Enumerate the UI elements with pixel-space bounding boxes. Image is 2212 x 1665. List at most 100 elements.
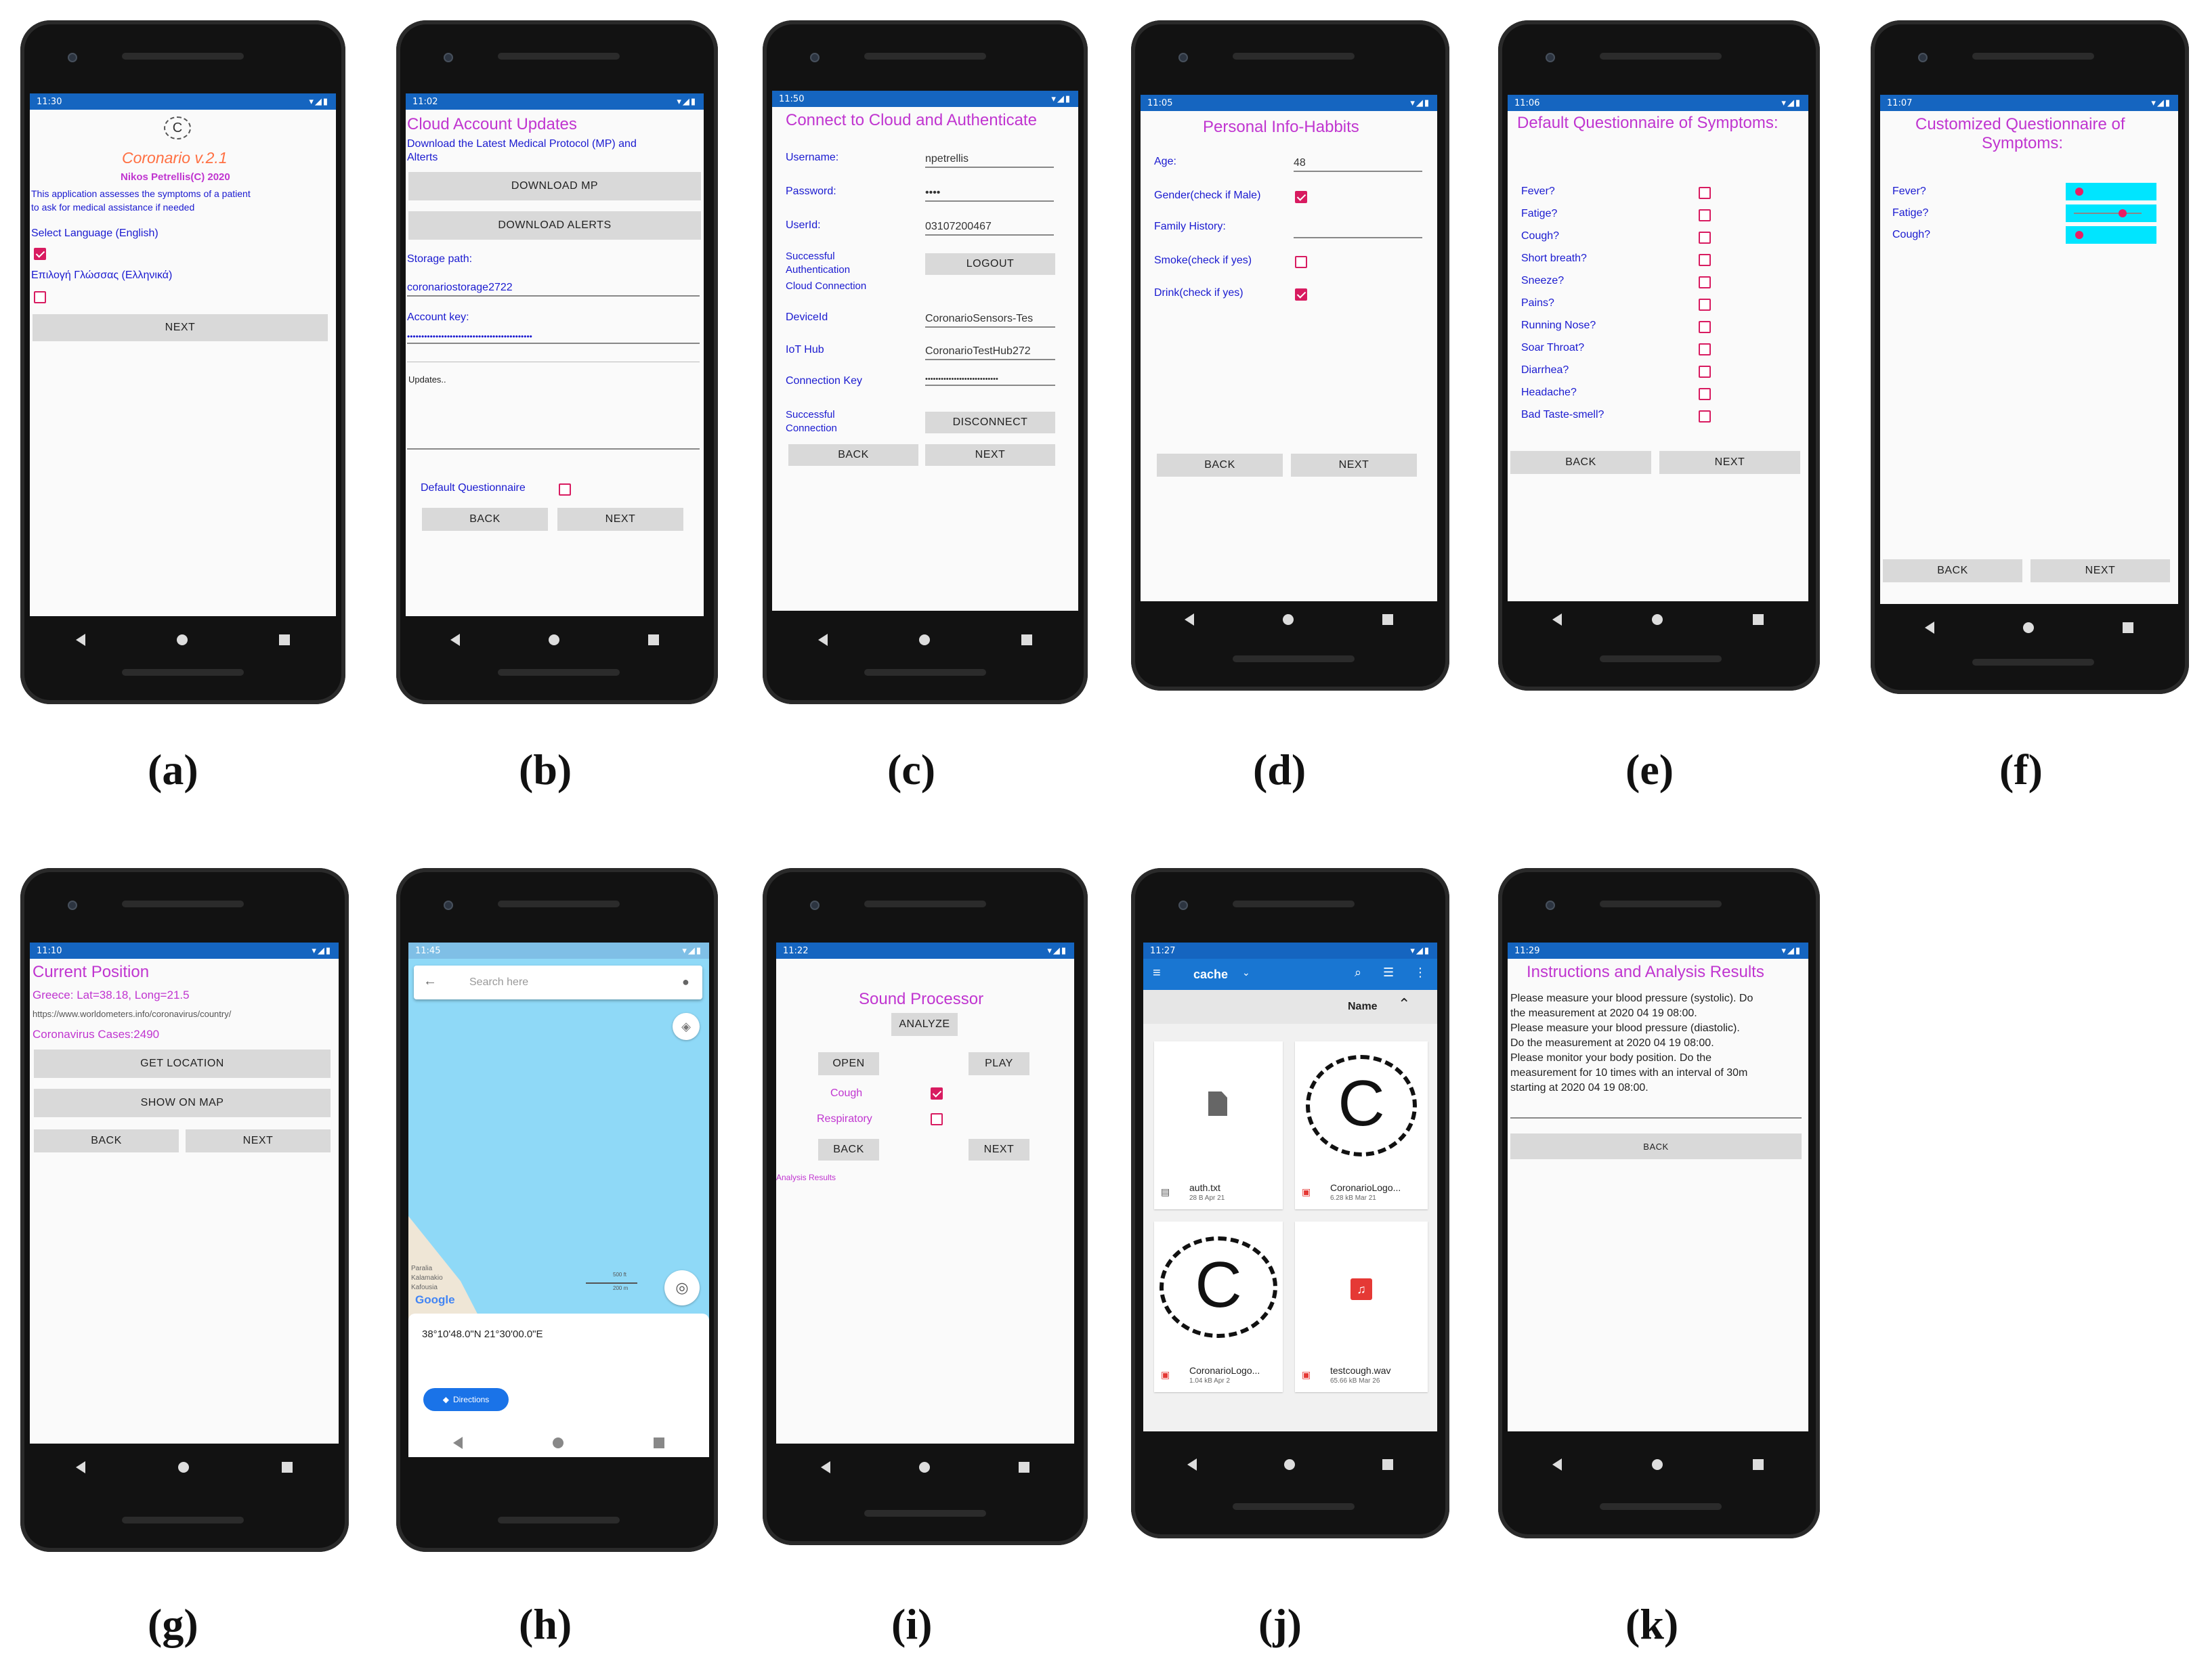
- password-input[interactable]: ••••: [925, 187, 1054, 202]
- back-button[interactable]: BACK: [1510, 451, 1651, 474]
- recents-nav-icon[interactable]: [1752, 614, 1764, 625]
- menu-icon[interactable]: ≡: [1153, 966, 1161, 980]
- home-nav-icon[interactable]: [552, 1437, 563, 1448]
- updates-textarea[interactable]: Updates..: [407, 362, 700, 450]
- home-nav-icon[interactable]: [548, 634, 559, 645]
- fever-slider[interactable]: [2066, 183, 2156, 200]
- back-nav-icon[interactable]: [1552, 613, 1562, 626]
- fever-slider-thumb[interactable]: [2075, 188, 2083, 196]
- back-nav-icon[interactable]: [1552, 1458, 1562, 1471]
- symptom-checkbox[interactable]: [1699, 254, 1711, 266]
- next-button[interactable]: NEXT: [2030, 559, 2170, 582]
- greek-checkbox[interactable]: [34, 291, 46, 303]
- back-button[interactable]: BACK: [1883, 559, 2022, 582]
- cough-slider[interactable]: [2066, 226, 2156, 244]
- back-button[interactable]: BACK: [34, 1129, 179, 1152]
- userid-input[interactable]: 03107200467: [925, 221, 1054, 236]
- show-on-map-button[interactable]: SHOW ON MAP: [34, 1089, 331, 1117]
- my-location-icon[interactable]: ◎: [664, 1270, 700, 1305]
- username-input[interactable]: npetrellis: [925, 153, 1054, 168]
- recents-nav-icon[interactable]: [648, 634, 660, 645]
- recents-nav-icon[interactable]: [653, 1437, 664, 1448]
- home-nav-icon[interactable]: [918, 634, 930, 645]
- file-card[interactable]: C ▣ CoronarioLogo... 6.28 kB Mar 21: [1295, 1041, 1428, 1209]
- back-button[interactable]: BACK: [818, 1139, 879, 1161]
- next-button[interactable]: NEXT: [186, 1129, 331, 1152]
- next-button[interactable]: NEXT: [1659, 451, 1800, 474]
- back-nav-icon[interactable]: [1185, 613, 1195, 626]
- map-search-input[interactable]: Search here: [469, 976, 529, 988]
- home-nav-icon[interactable]: [1283, 1459, 1295, 1470]
- list-view-icon[interactable]: ☰: [1383, 966, 1395, 979]
- back-button[interactable]: BACK: [1157, 454, 1283, 477]
- recents-nav-icon[interactable]: [1382, 1459, 1394, 1470]
- symptom-checkbox[interactable]: [1699, 276, 1711, 288]
- arrow-back-icon[interactable]: ←: [423, 974, 437, 989]
- symptom-checkbox[interactable]: [1699, 209, 1711, 221]
- back-nav-icon[interactable]: [817, 634, 828, 646]
- recents-nav-icon[interactable]: [1019, 1462, 1030, 1473]
- file-card[interactable]: ▤ auth.txt 28 B Apr 21: [1154, 1041, 1283, 1209]
- file-card[interactable]: C ▣ CoronarioLogo... 1.04 kB Apr 2: [1154, 1221, 1283, 1392]
- default-questionnaire-checkbox[interactable]: [559, 483, 571, 496]
- home-nav-icon[interactable]: [177, 1462, 189, 1473]
- chevron-up-icon[interactable]: ⌃: [1398, 995, 1411, 1012]
- next-button[interactable]: NEXT: [969, 1139, 1029, 1161]
- deviceid-input[interactable]: CoronarioSensors-Tes: [925, 313, 1055, 328]
- symptom-checkbox[interactable]: [1699, 187, 1711, 199]
- open-button[interactable]: OPEN: [818, 1052, 879, 1075]
- back-nav-icon[interactable]: [1187, 1458, 1197, 1471]
- next-button[interactable]: NEXT: [557, 508, 683, 531]
- drink-checkbox[interactable]: [1295, 288, 1307, 301]
- account-key-input[interactable]: ••••••••••••••••••••••••••••••••••••••••…: [407, 332, 700, 344]
- iot-hub-input[interactable]: CoronarioTestHub272: [925, 345, 1055, 360]
- family-history-input[interactable]: [1294, 222, 1422, 238]
- back-button[interactable]: BACK: [1510, 1133, 1802, 1159]
- home-nav-icon[interactable]: [1651, 1459, 1663, 1470]
- recents-nav-icon[interactable]: [281, 1462, 293, 1473]
- map-search-bar[interactable]: ← Search here ●: [414, 966, 702, 999]
- back-nav-icon[interactable]: [75, 634, 85, 646]
- smoke-checkbox[interactable]: [1295, 256, 1307, 268]
- home-nav-icon[interactable]: [176, 634, 188, 645]
- next-button[interactable]: NEXT: [33, 314, 328, 341]
- recents-nav-icon[interactable]: [1021, 634, 1033, 645]
- symptom-checkbox[interactable]: [1699, 366, 1711, 378]
- back-nav-icon[interactable]: [820, 1461, 830, 1473]
- symptom-checkbox[interactable]: [1699, 343, 1711, 355]
- folder-title[interactable]: cache: [1193, 968, 1229, 981]
- symptom-checkbox[interactable]: [1699, 321, 1711, 333]
- storage-path-input[interactable]: coronariostorage2722: [407, 282, 700, 297]
- file-card[interactable]: ♫ ▣ testcough.wav 65.66 kB Mar 26: [1295, 1221, 1428, 1392]
- recents-nav-icon[interactable]: [279, 634, 291, 645]
- disconnect-button[interactable]: DISCONNECT: [925, 412, 1055, 433]
- home-nav-icon[interactable]: [1651, 614, 1663, 625]
- sort-label[interactable]: Name: [1348, 1001, 1378, 1012]
- english-checkbox[interactable]: [34, 248, 46, 260]
- next-button[interactable]: NEXT: [1291, 454, 1417, 477]
- play-button[interactable]: PLAY: [969, 1052, 1029, 1075]
- search-icon[interactable]: ⌕: [1355, 966, 1362, 979]
- recents-nav-icon[interactable]: [1382, 614, 1393, 625]
- symptom-checkbox[interactable]: [1699, 299, 1711, 311]
- layers-icon[interactable]: ◈: [673, 1013, 700, 1040]
- back-nav-icon[interactable]: [1924, 622, 1934, 634]
- cough-slider-thumb[interactable]: [2075, 231, 2083, 239]
- home-nav-icon[interactable]: [1282, 614, 1294, 625]
- recents-nav-icon[interactable]: [2123, 622, 2134, 633]
- back-nav-icon[interactable]: [453, 1437, 463, 1449]
- download-mp-button[interactable]: DOWNLOAD MP: [408, 172, 701, 200]
- get-location-button[interactable]: GET LOCATION: [34, 1050, 331, 1078]
- logout-button[interactable]: LOGOUT: [925, 253, 1055, 275]
- symptom-checkbox[interactable]: [1699, 410, 1711, 423]
- chevron-down-icon[interactable]: ⌄: [1242, 967, 1250, 978]
- back-nav-icon[interactable]: [450, 634, 460, 646]
- symptom-checkbox[interactable]: [1699, 232, 1711, 244]
- home-nav-icon[interactable]: [2022, 622, 2034, 633]
- directions-button[interactable]: ◆Directions: [423, 1388, 509, 1411]
- analyze-button[interactable]: ANALYZE: [891, 1013, 958, 1036]
- connection-key-input[interactable]: ••••••••••••••••••••••••••••: [925, 375, 1055, 386]
- respiratory-checkbox[interactable]: [931, 1113, 943, 1125]
- back-button[interactable]: BACK: [788, 444, 918, 466]
- more-options-icon[interactable]: ⋮: [1414, 966, 1426, 979]
